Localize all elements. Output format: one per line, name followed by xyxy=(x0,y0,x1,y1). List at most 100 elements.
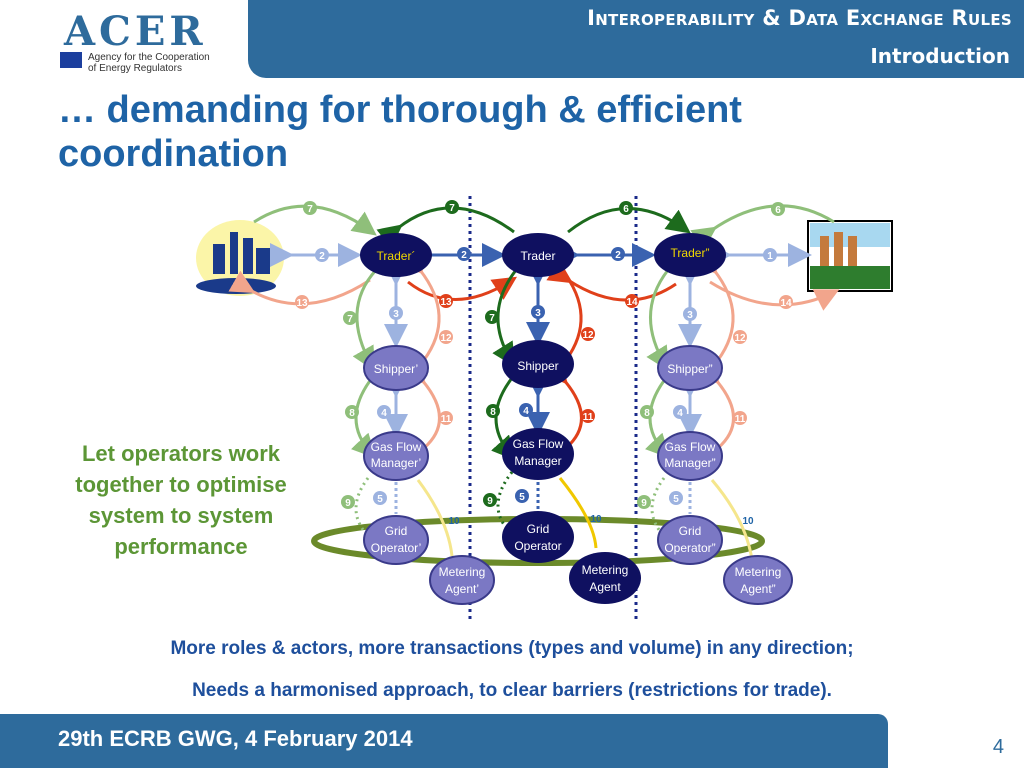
title-line-1: … demanding for thorough & efficient xyxy=(58,89,742,131)
badge-label-b3_mid: 3 xyxy=(535,308,541,319)
badge-b3_left xyxy=(389,306,403,320)
refinery-icon xyxy=(196,220,284,296)
badge-label-b2_left: 2 xyxy=(319,251,325,262)
badge-b11_left xyxy=(439,411,453,425)
node-gfm-left: Gas Flow Manager’ xyxy=(363,431,429,481)
node-trader-left-label: Trader´ xyxy=(377,249,416,263)
badge-label-b7_top_left: 7 xyxy=(307,204,313,215)
side-note-line-3: system to system xyxy=(88,503,274,528)
node-meter: Metering Agent xyxy=(569,552,641,604)
badge-b11_mid xyxy=(581,409,595,423)
badge-b9_left xyxy=(341,495,355,509)
badge-label-b4_left: 4 xyxy=(381,408,387,419)
badge-label-b12_left: 12 xyxy=(440,333,452,344)
badge-b7_mid xyxy=(485,310,499,324)
node-gfm-line1: Gas Flow xyxy=(513,437,564,451)
node-grid-right: Grid Operator” xyxy=(657,515,723,565)
side-note-line-1: Let operators work xyxy=(81,441,281,466)
badge-b6_top_mid xyxy=(619,201,633,215)
badge-b4_left xyxy=(377,405,391,419)
node-trader-right-label: Trader” xyxy=(671,246,710,260)
node-grid-line1: Grid xyxy=(527,522,550,536)
badge-b14_right xyxy=(779,295,793,309)
node-shipper: Shipper xyxy=(502,340,574,388)
node-gfm-left-line2: Manager’ xyxy=(371,456,421,470)
badge-b1_right xyxy=(763,248,777,262)
node-shipper-left-label: Shipper’ xyxy=(374,362,418,376)
badge-label-b11_right: 11 xyxy=(735,414,746,425)
node-gfm-line2: Manager xyxy=(514,454,561,468)
node-gfm: Gas Flow Manager xyxy=(502,428,574,480)
badge-b3_mid xyxy=(531,305,545,319)
badge-b7_top_left xyxy=(303,201,317,215)
badge-label-b8_mid: 8 xyxy=(490,407,496,418)
node-trader-left: Trader´ xyxy=(360,233,432,277)
badge-label-b2_mid_left: 2 xyxy=(461,250,467,261)
badge-b13_mid xyxy=(439,294,453,308)
node-meter-left-line2: Agent’ xyxy=(445,582,479,596)
node-trader: Trader xyxy=(502,233,574,277)
badge-label-b6_top_right: 6 xyxy=(775,205,781,216)
badge-label-b5_mid: 5 xyxy=(519,492,525,503)
logo-word: ACER xyxy=(64,8,207,55)
badge-b11_right xyxy=(733,411,747,425)
badge-label-b7_mid: 7 xyxy=(489,313,495,324)
badge-label-b8_left: 8 xyxy=(349,408,355,419)
badge-label-b12_right: 12 xyxy=(734,333,746,344)
eu-flag-icon xyxy=(60,52,82,68)
bottom-line-2: Needs a harmonised approach, to clear ba… xyxy=(192,680,832,701)
title-line-2: coordination xyxy=(58,133,289,175)
badge-b2_mid_right xyxy=(611,247,625,261)
badge-label-b9_left: 9 xyxy=(345,498,351,509)
bottom-line-1: More roles & actors, more transactions (… xyxy=(170,638,854,659)
node-grid: Grid Operator xyxy=(502,511,574,563)
badge-label-b10_mid: 10 xyxy=(590,514,602,525)
footer-text: 29th ECRB GWG, 4 February 2014 xyxy=(58,726,413,751)
badge-b8_right xyxy=(640,405,654,419)
badge-label-b3_right: 3 xyxy=(687,310,693,321)
industry-icon xyxy=(807,220,893,292)
badge-b8_mid xyxy=(486,404,500,418)
node-meter-line1: Metering xyxy=(582,563,629,577)
badge-b9_right xyxy=(637,495,651,509)
badge-b3_right xyxy=(683,307,697,321)
badge-label-b12_mid: 12 xyxy=(582,330,594,341)
badge-label-b13_mid: 13 xyxy=(440,297,452,308)
node-grid-left-line2: Operator’ xyxy=(371,541,421,555)
node-gfm-right-line1: Gas Flow xyxy=(665,440,716,454)
badge-b6_top_right xyxy=(771,202,785,216)
node-shipper-label: Shipper xyxy=(517,359,558,373)
node-shipper-right-label: Shipper” xyxy=(667,362,712,376)
node-grid-left-line1: Grid xyxy=(385,524,408,538)
badge-label-b14_mid: 14 xyxy=(626,297,638,308)
badge-label-b10_right: 10 xyxy=(742,516,754,527)
badge-b5_right xyxy=(669,491,683,505)
header-subtitle: Introduction xyxy=(870,44,1010,68)
page-number: 4 xyxy=(992,736,1004,758)
node-gfm-right: Gas Flow Manager” xyxy=(657,431,723,481)
badge-label-b7_top_mid: 7 xyxy=(449,203,455,214)
badge-label-b5_left: 5 xyxy=(377,494,383,505)
node-shipper-left: Shipper’ xyxy=(363,345,429,391)
badge-label-b9_right: 9 xyxy=(641,498,647,509)
node-grid-left: Grid Operator’ xyxy=(363,515,429,565)
badge-label-b11_left: 11 xyxy=(441,414,452,425)
badge-b12_right xyxy=(733,330,747,344)
header-banner: Interoperability & Data Exchange Rules I… xyxy=(248,0,1024,78)
badge-label-b9_mid: 9 xyxy=(487,496,493,507)
node-gfm-left-line1: Gas Flow xyxy=(371,440,422,454)
badge-label-b2_mid_right: 2 xyxy=(615,250,621,261)
badge-label-b1_right: 1 xyxy=(767,251,773,262)
node-trader-label: Trader xyxy=(521,249,556,263)
badge-label-b5_right: 5 xyxy=(673,494,679,505)
badge-b9_mid xyxy=(483,493,497,507)
badge-b12_left xyxy=(439,330,453,344)
badge-b2_mid_left xyxy=(457,247,471,261)
node-gfm-right-line2: Manager” xyxy=(664,456,715,470)
badge-label-b4_mid: 4 xyxy=(523,406,529,417)
node-meter-right-line2: Agent” xyxy=(740,582,775,596)
badge-b2_left xyxy=(315,248,329,262)
badge-b4_mid xyxy=(519,403,533,417)
badge-b12_mid xyxy=(581,327,595,341)
